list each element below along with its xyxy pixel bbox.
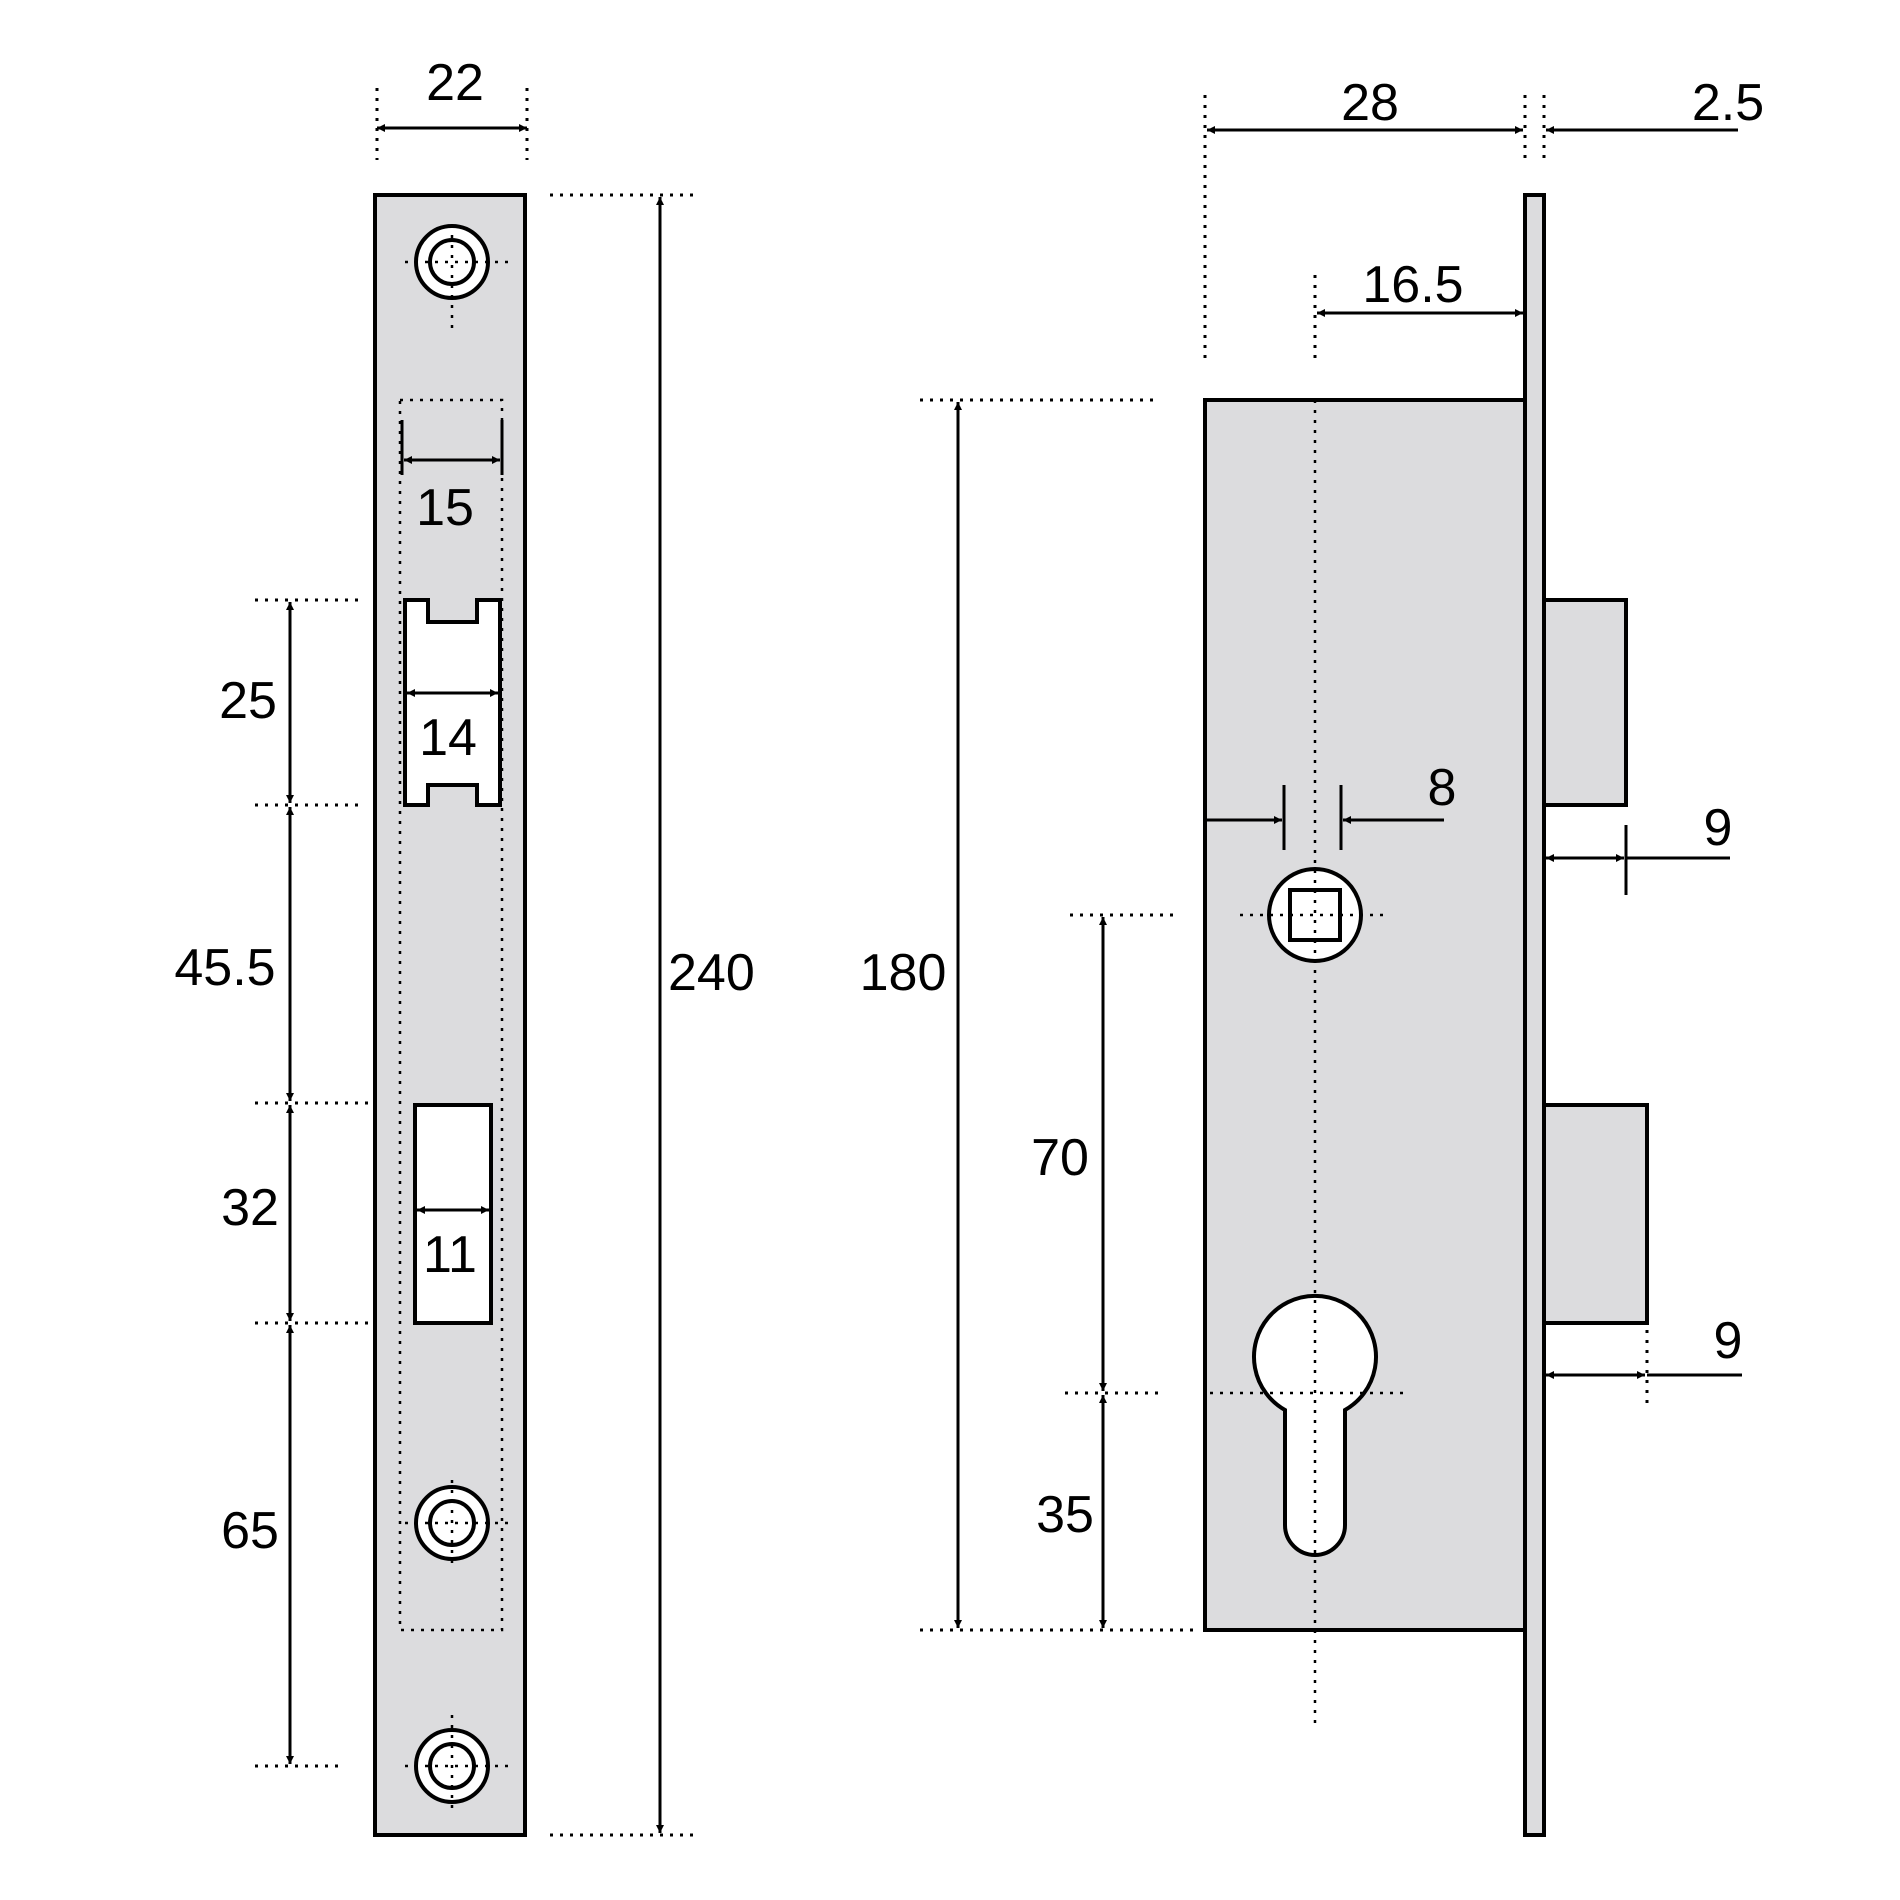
latch-opening: [403, 598, 502, 807]
label-latch-width: 14: [419, 709, 477, 767]
label-spindle-offset: 16.5: [1362, 256, 1463, 314]
label-latch-projection: 9: [1704, 799, 1733, 857]
label-latch-height: 25: [219, 672, 277, 730]
label-slot-width: 15: [416, 479, 474, 537]
front-view: 22 240 15 14 11 25 45.5 32 65: [174, 54, 755, 1837]
label-bolt-projection: 9: [1714, 1312, 1743, 1370]
middle-screw-hole: [405, 1480, 510, 1570]
latch-projection: [1542, 598, 1628, 807]
label-faceplate-thickness: 2.5: [1692, 74, 1764, 132]
label-bolt-to-screw: 65: [221, 1502, 279, 1560]
label-latch-to-bolt: 45.5: [174, 939, 275, 997]
label-front-width: 22: [426, 54, 484, 112]
bottom-screw-hole: [405, 1715, 510, 1815]
bolt-opening: [413, 1103, 493, 1325]
label-spindle-size: 8: [1428, 759, 1457, 817]
label-backset: 28: [1341, 74, 1399, 132]
label-spindle-to-cylinder: 70: [1031, 1129, 1089, 1187]
top-screw-hole: [405, 224, 510, 335]
side-view: 28 2.5 16.5 180 8 9 9 70 35: [860, 74, 1764, 1837]
label-bolt-width: 11: [423, 1226, 477, 1284]
label-body-height: 180: [860, 944, 947, 1002]
label-cylinder-to-bottom: 35: [1036, 1486, 1094, 1544]
lock-body: [1203, 398, 1527, 1632]
front-slot-outline: [398, 398, 504, 1632]
side-faceplate: [1523, 193, 1546, 1837]
label-bolt-height: 32: [221, 1179, 279, 1237]
bolt-projection: [1542, 1103, 1649, 1325]
label-total-height: 240: [668, 944, 755, 1002]
cylinder-cutout: [1252, 1293, 1378, 1557]
